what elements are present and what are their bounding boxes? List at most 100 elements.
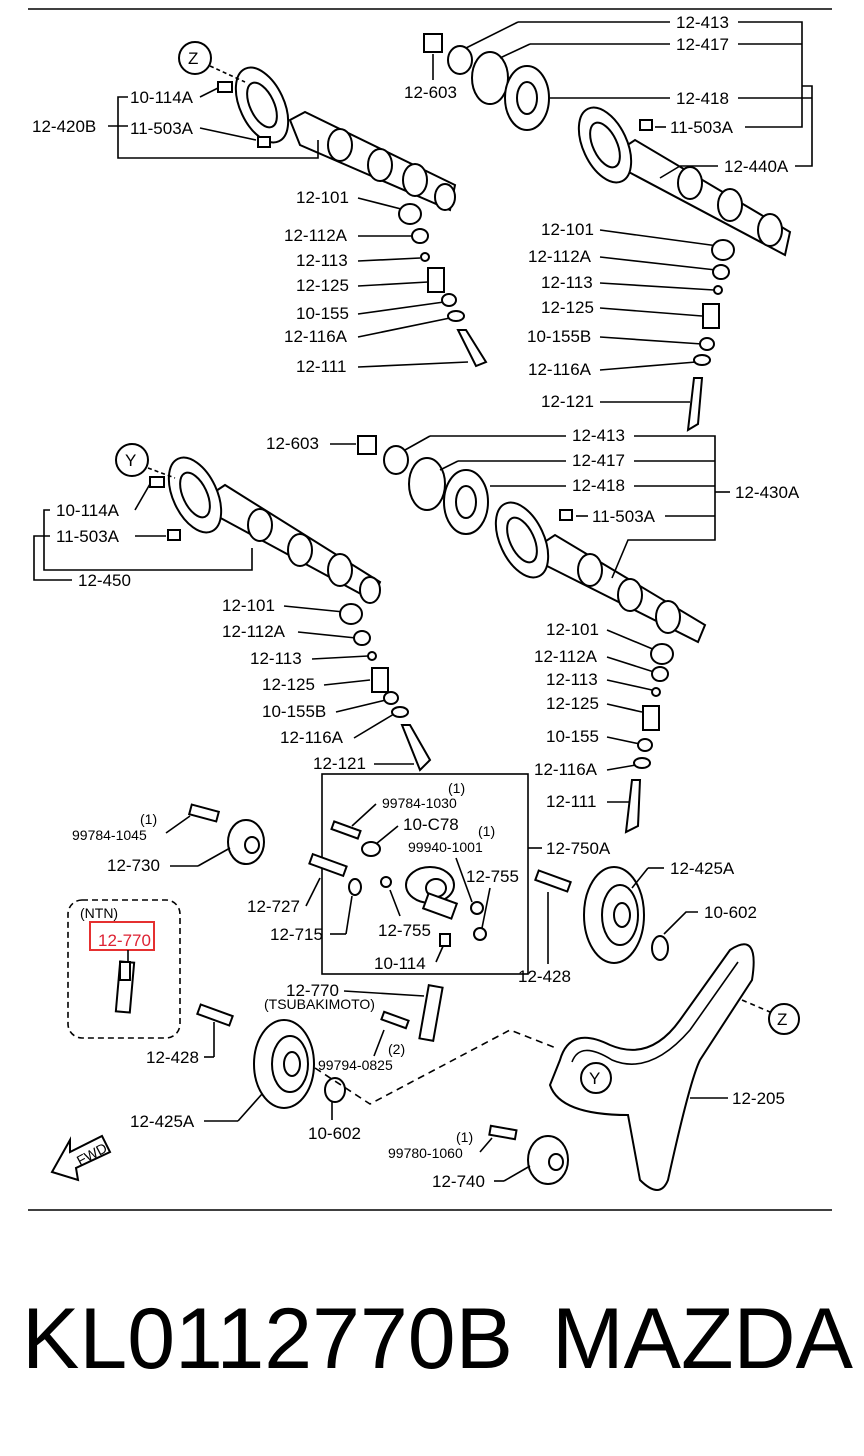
marker-y-belt xyxy=(580,1062,612,1094)
label-12-727: 12-727 xyxy=(247,897,300,916)
label-12-101: 12-101 xyxy=(546,620,599,639)
label-10-c78: 10-C78 xyxy=(403,815,459,834)
label-99794-0825: 99794-0825 xyxy=(318,1057,393,1073)
label-10-114a: 10-114A xyxy=(56,501,120,520)
idler-pulley-740 xyxy=(527,1135,569,1185)
label-99940-1001: 99940-1001 xyxy=(408,839,483,855)
parts-diagram: Z 10-114A 12-420B 11-503A 12-101 12-112A… xyxy=(28,8,832,1211)
label-99784-1030: 99784-1030 xyxy=(382,795,457,811)
marker-z-top xyxy=(178,41,212,75)
marker-y-belt-text: Y xyxy=(589,1069,600,1088)
label-12-413: 12-413 xyxy=(572,426,625,445)
label-12-101: 12-101 xyxy=(296,188,349,207)
qty-99780-1060: (1) xyxy=(456,1129,473,1145)
label-tsubakimoto: (TSUBAKIMOTO) xyxy=(264,996,375,1012)
label-12-413: 12-413 xyxy=(676,13,729,32)
washer xyxy=(471,51,509,105)
label-12-113: 12-113 xyxy=(296,251,348,270)
label-12-770: 12-770 xyxy=(286,981,339,1000)
highlight-box xyxy=(89,921,155,951)
label-10-602: 10-602 xyxy=(704,903,757,922)
tensioner-tsubakimoto xyxy=(418,984,444,1042)
key-pin xyxy=(257,136,271,148)
label-12-750a: 12-750A xyxy=(546,839,611,858)
part-number: KL0112770B xyxy=(22,1291,513,1387)
marker-y-middle-text: Y xyxy=(125,451,136,470)
label-99784-1045: 99784-1045 xyxy=(72,827,147,843)
label-10-602: 10-602 xyxy=(308,1124,361,1143)
label-12-116a: 12-116A xyxy=(284,327,348,346)
cam-pulley-left xyxy=(253,1019,315,1109)
label-12-425a: 12-425A xyxy=(670,859,735,878)
oil-seal xyxy=(447,45,473,75)
qty-99794-0825: (2) xyxy=(388,1041,405,1057)
qty-99940-1001: (1) xyxy=(478,823,495,839)
label-12-730: 12-730 xyxy=(107,856,160,875)
marker-z-top-text: Z xyxy=(188,49,198,68)
label-11-503a: 11-503A xyxy=(670,118,734,137)
label-12-116a: 12-116A xyxy=(528,360,592,379)
label-12-112a: 12-112A xyxy=(528,247,592,266)
label-12-603: 12-603 xyxy=(266,434,319,453)
label-12-113: 12-113 xyxy=(541,273,593,292)
camshaft-upper-left xyxy=(234,66,457,212)
label-12-121: 12-121 xyxy=(313,754,366,773)
label-12-116a: 12-116A xyxy=(534,760,598,779)
dowel-pin xyxy=(217,81,233,93)
marker-z-belt xyxy=(768,1003,800,1035)
label-12-125: 12-125 xyxy=(262,675,315,694)
label-11-503a: 11-503A xyxy=(56,527,120,546)
label-12-440a: 12-440A xyxy=(724,157,789,176)
label-10-114a: 10-114A xyxy=(130,88,194,107)
label-12-755: 12-755 xyxy=(378,921,431,940)
label-12-603: 12-603 xyxy=(404,83,457,102)
valve xyxy=(456,329,488,368)
label-12-428: 12-428 xyxy=(146,1048,199,1067)
label-10-155b: 10-155B xyxy=(527,327,591,346)
label-12-755: 12-755 xyxy=(466,867,519,886)
label-12-125: 12-125 xyxy=(296,276,349,295)
label-12-101: 12-101 xyxy=(541,220,594,239)
label-12-418: 12-418 xyxy=(572,476,625,495)
label-12-112a: 12-112A xyxy=(534,647,598,666)
label-12-420b: 12-420B xyxy=(32,117,96,136)
valve-spring xyxy=(427,267,445,293)
camshaft-upper-right xyxy=(577,106,792,257)
label-12-425a: 12-425A xyxy=(130,1112,195,1131)
label-10-155: 10-155 xyxy=(546,727,599,746)
valve xyxy=(686,377,704,432)
label-10-114: 10-114 xyxy=(374,954,426,973)
label-10-155: 10-155 xyxy=(296,304,349,323)
qty-99784-1030: (1) xyxy=(448,780,465,796)
timing-belt xyxy=(548,943,755,1191)
valve xyxy=(624,779,642,834)
label-12-418: 12-418 xyxy=(676,89,729,108)
label-99780-1060: 99780-1060 xyxy=(388,1145,463,1161)
camshaft-middle-left xyxy=(167,456,382,604)
brand-name: MAZDA xyxy=(552,1291,853,1387)
label-12-125: 12-125 xyxy=(541,298,594,317)
label-12-770-highlighted: 12-770 xyxy=(98,931,151,950)
tappet xyxy=(398,203,422,225)
label-12-101: 12-101 xyxy=(222,596,275,615)
label-12-417: 12-417 xyxy=(572,451,625,470)
cam-pulley-right xyxy=(583,866,645,964)
label-12-450: 12-450 xyxy=(78,571,131,590)
marker-z-belt-text: Z xyxy=(777,1010,787,1029)
label-12-205: 12-205 xyxy=(732,1089,785,1108)
label-12-112a: 12-112A xyxy=(222,622,286,641)
label-12-111: 12-111 xyxy=(296,357,346,376)
footer: KL0112770B MAZDA xyxy=(0,1280,864,1420)
label-12-116a: 12-116A xyxy=(280,728,344,747)
label-10-155b: 10-155B xyxy=(262,702,326,721)
label-11-503a: 11-503A xyxy=(592,507,656,526)
seal-plug xyxy=(423,33,443,53)
label-12-417: 12-417 xyxy=(676,35,729,54)
label-12-113: 12-113 xyxy=(250,649,302,668)
label-12-715: 12-715 xyxy=(270,925,323,944)
marker-y-middle xyxy=(115,443,149,477)
qty-99784-1045: (1) xyxy=(140,811,157,827)
label-12-428: 12-428 xyxy=(518,967,571,986)
tensioner-box xyxy=(321,773,529,975)
label-12-740: 12-740 xyxy=(432,1172,485,1191)
